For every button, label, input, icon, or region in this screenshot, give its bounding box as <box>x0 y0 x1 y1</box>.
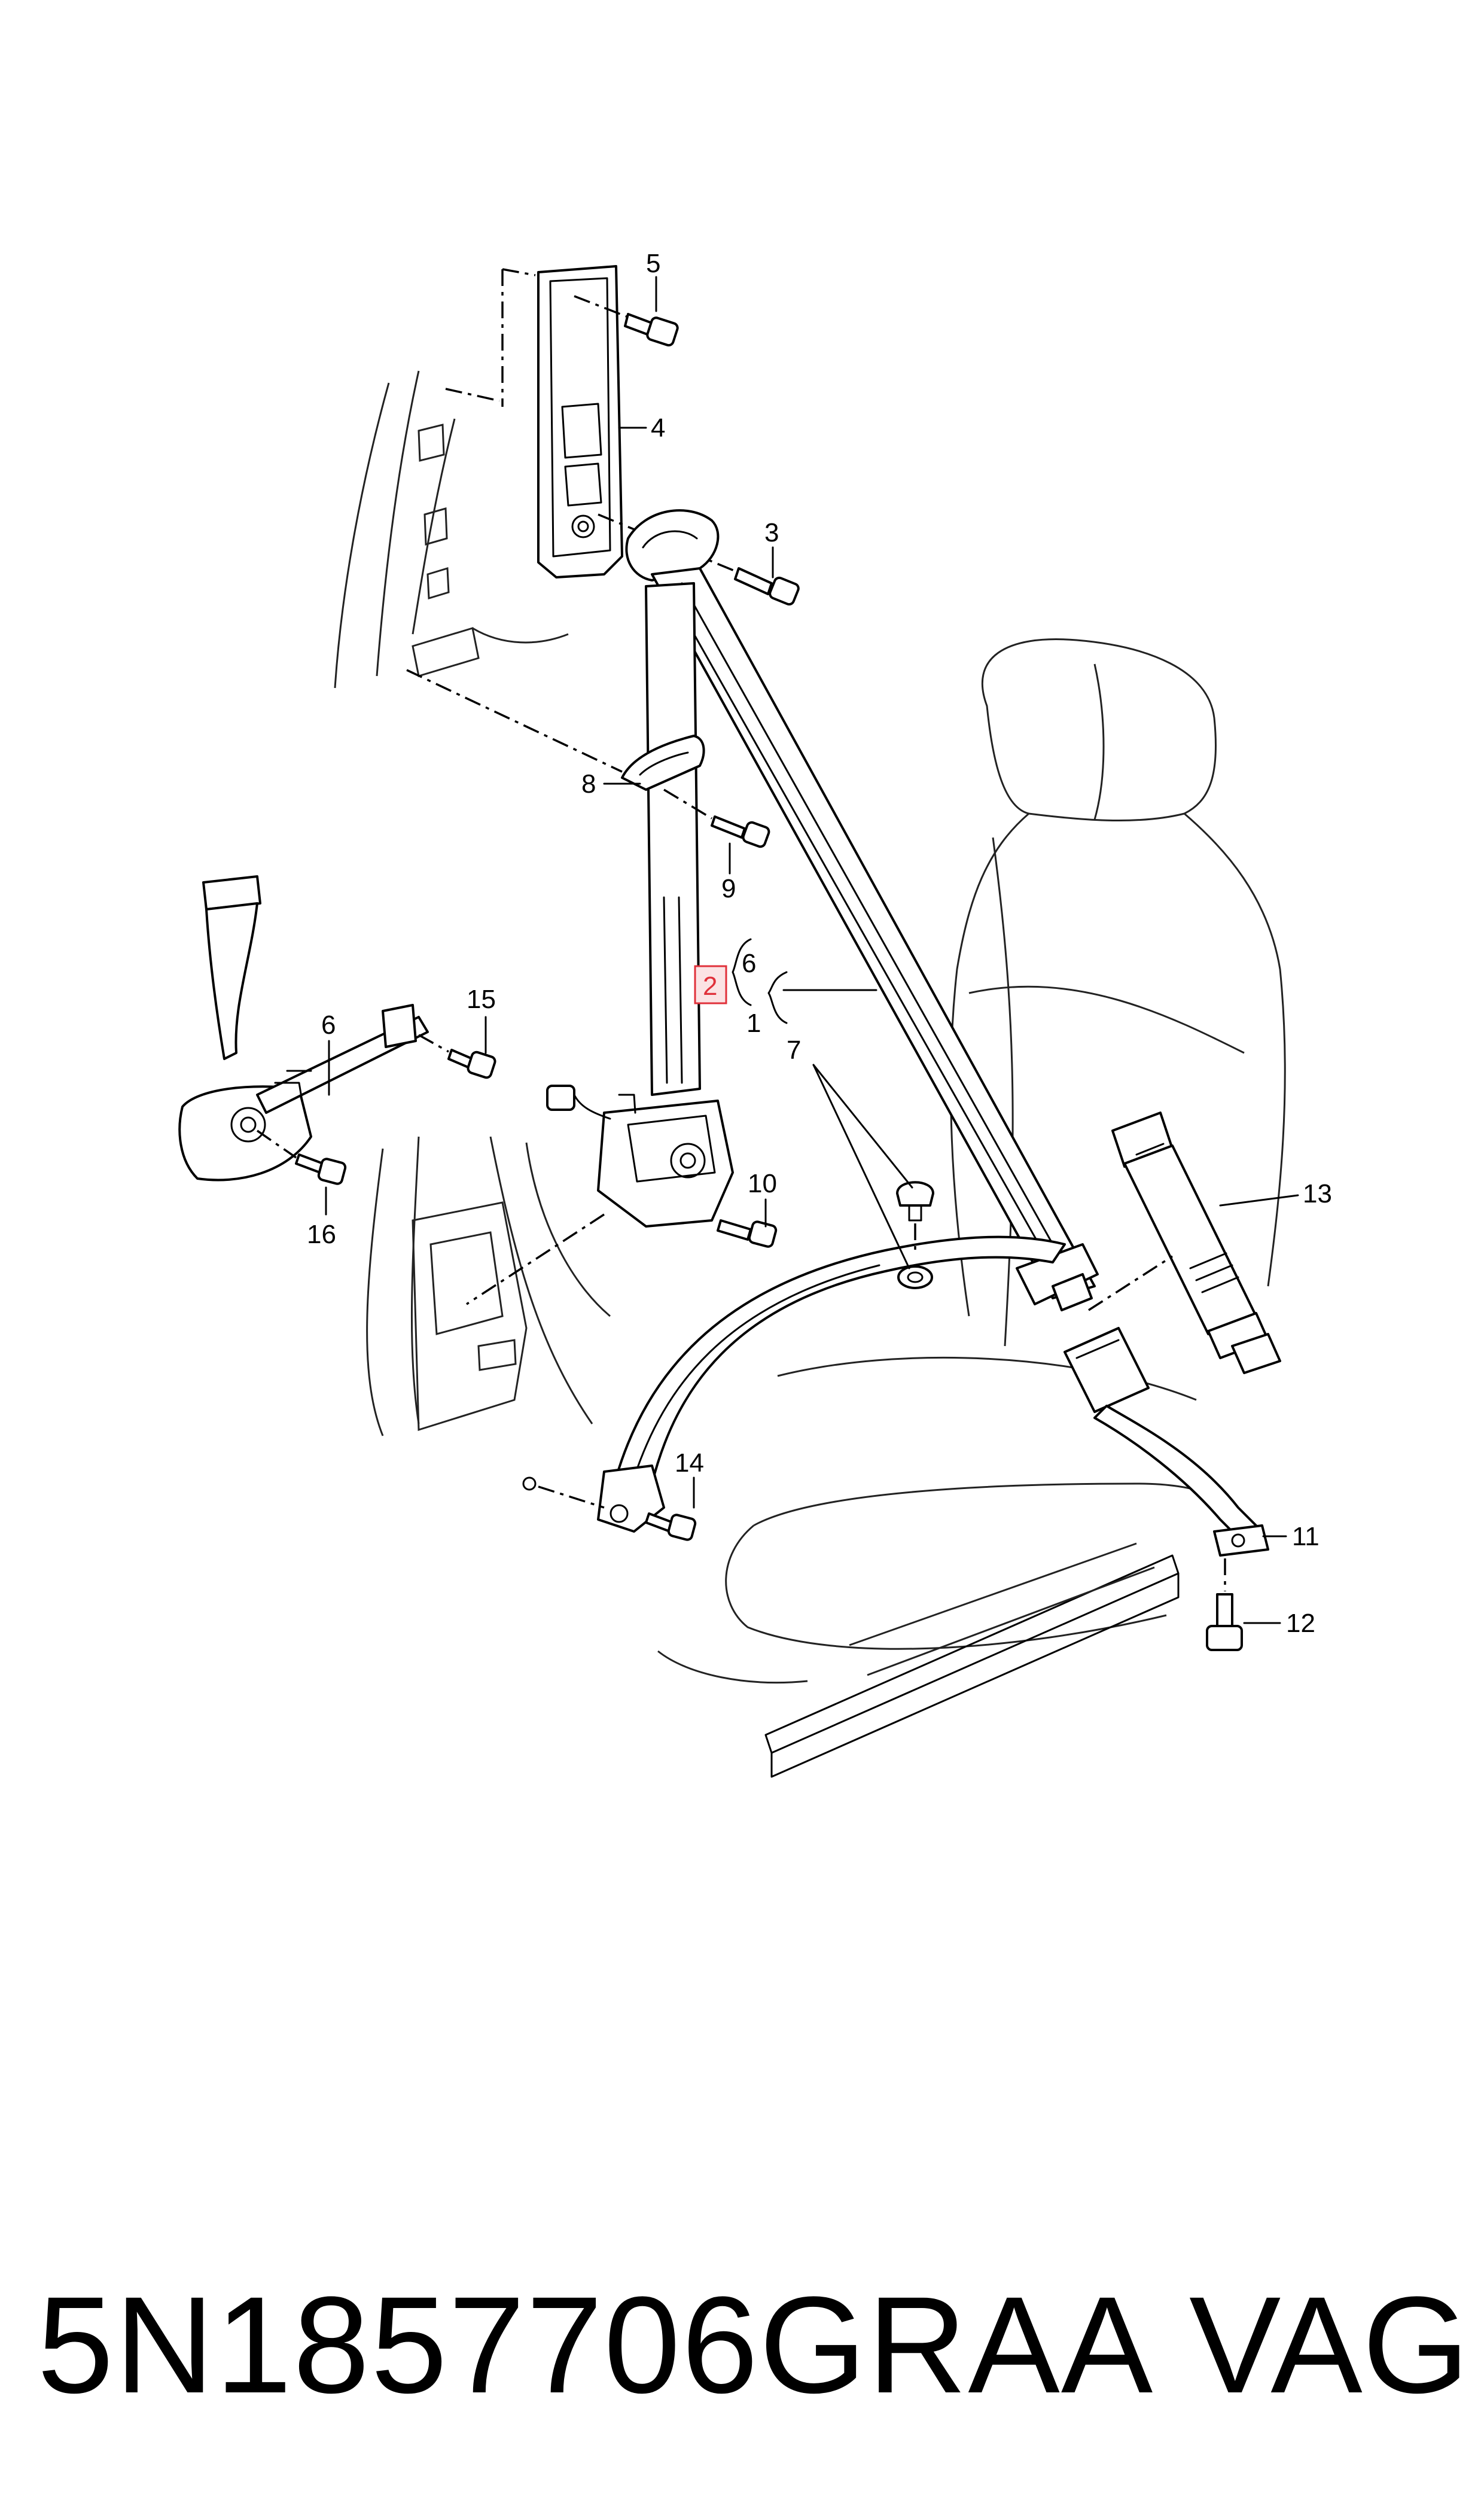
label-3: 3 <box>764 518 779 547</box>
seat-belt-exploded-diagram: 5 4 3 8 9 6 2 1 7 6 15 16 10 13 14 11 12 <box>178 249 1332 1778</box>
label-14: 14 <box>675 1448 704 1478</box>
leader-lines <box>325 276 1299 1624</box>
bolt-14 <box>645 1512 697 1541</box>
bolt-5 <box>574 295 679 347</box>
label-5: 5 <box>646 249 660 278</box>
label-15: 15 <box>467 985 496 1014</box>
label-7: 7 <box>787 1036 801 1065</box>
buckle-stalk <box>1064 1327 1269 1557</box>
belt-retractor <box>546 1085 734 1228</box>
footer: 5N1857706GRAA VAG <box>0 2261 1484 2429</box>
shoulder-belt-guide <box>625 509 720 581</box>
screw-9 <box>663 788 770 848</box>
assembly-line-retractor <box>466 1213 605 1305</box>
label-8: 8 <box>581 769 596 799</box>
bolt-10 <box>717 1219 778 1248</box>
belt-buckle <box>1088 1112 1281 1374</box>
bolt-16 <box>257 1129 347 1185</box>
label-6a: 6 <box>742 949 756 978</box>
callout-labels: 5 4 3 8 9 6 2 1 7 6 15 16 10 13 14 11 12 <box>307 249 1332 1638</box>
height-adjuster-rail <box>537 265 623 578</box>
b-pillar-body <box>334 370 611 1436</box>
label-1: 1 <box>746 1009 761 1038</box>
label-2-highlight <box>694 965 727 1004</box>
part-number: 5N1857706GRAA <box>37 2268 1154 2422</box>
label-10: 10 <box>748 1169 777 1198</box>
label-11: 11 <box>1292 1522 1320 1551</box>
assembly-line-rail <box>445 268 536 407</box>
label-9: 9 <box>721 874 736 903</box>
seat-belt-webbing <box>645 567 1099 1311</box>
belt-guide-loop <box>406 669 705 791</box>
bolt-15 <box>418 1034 496 1079</box>
cap-and-clip <box>896 1181 934 1289</box>
rear-buckle-assembly <box>178 875 429 1182</box>
label-16: 16 <box>307 1220 336 1249</box>
label-12: 12 <box>1286 1609 1315 1638</box>
label-2: 2 <box>703 972 717 1001</box>
brand-name: VAG <box>1189 2268 1470 2422</box>
label-6b: 6 <box>321 1010 336 1040</box>
screw-12 <box>1206 1558 1243 1651</box>
label-4: 4 <box>651 413 665 443</box>
label-13: 13 <box>1303 1179 1332 1208</box>
